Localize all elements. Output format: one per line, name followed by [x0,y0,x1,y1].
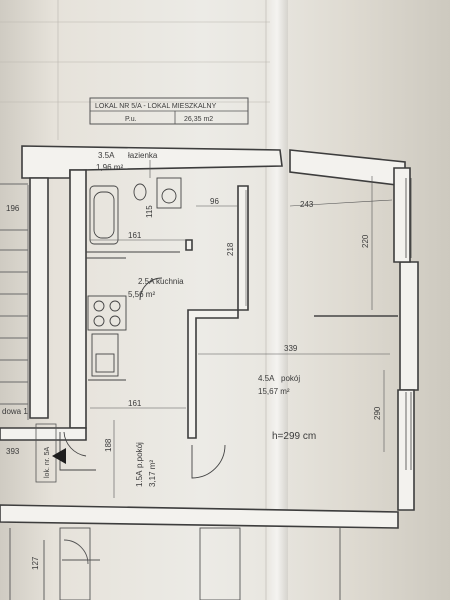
toilet-icon [133,183,147,201]
hall-area: 3,17 m² [148,460,157,487]
dim-243: 243 [300,200,314,209]
hall-name: p.pokój [135,442,144,468]
burner-icon [109,300,121,312]
bathroom-fixtures [89,177,182,245]
title-block-title: LOKAL NR 5/A - LOKAL MIESZKALNY [95,103,217,110]
entrance-arrow-icon [52,448,66,464]
title-block: LOKAL NR 5/A - LOKAL MIESZKALNY P.u. 26,… [89,97,249,125]
entrance-door-frame [59,432,96,471]
bathroom-area: 1,96 m² [96,163,123,172]
dimension-lines [90,160,393,498]
entrance-door-swing [63,431,87,457]
kitchen-door [139,277,163,301]
neighbor-unit-box [35,423,57,483]
burner-icon [93,315,105,327]
dim-196: 196 [6,204,20,213]
title-block-area-value: 26,35 m2 [184,116,213,123]
side-labels: lok. nr. 5A dowa 1 [2,407,66,483]
sheet-guide-lines [0,0,270,600]
burner-icon [109,315,121,327]
room-labels: 3.5A łazienka 1,96 m² 2.5A kuchnia 5,56 … [96,151,316,487]
burner-icon [93,300,105,312]
right-window-wall [399,261,419,391]
staircase [0,183,29,420]
interior-wall-kitchen [237,185,249,311]
neighbor-unit-label: lok. nr. 5A [44,447,51,478]
windows [314,178,412,470]
room-area: 15,67 m² [258,387,290,396]
dim-188: 188 [104,438,113,452]
bathroom-number: 3.5A [98,151,115,160]
doors [59,277,226,479]
lower-plan-fragment [9,527,341,600]
title-block-area-label: P.u. [125,116,137,123]
dim-96: 96 [210,197,219,206]
hall-door [191,444,226,479]
stair-wall [29,177,49,419]
room-number: 4.5A [258,374,275,383]
kitchen-area: 5,56 m² [128,290,155,299]
dim-115: 115 [145,205,154,218]
stove [87,295,127,331]
kitchen-fixtures [86,251,180,381]
hall-number: 1.5A [135,470,144,487]
sink [91,333,119,377]
washbasin-bowl [161,188,177,204]
interior-wall-stub [185,239,193,251]
dim-220: 220 [361,234,370,248]
dim-339: 339 [284,344,298,353]
bathtub-inner [93,191,115,239]
interior-wall-hall [187,309,239,439]
right-wall-upper [393,167,411,263]
left-wall [69,169,87,429]
bathtub [89,185,119,245]
dim-218: 218 [226,242,235,256]
left-corridor-wall [0,427,87,441]
dim-161-top: 161 [128,231,142,240]
sink-bowl [95,353,115,373]
room-name: pokój [281,374,300,383]
walls [0,145,419,529]
kitchen-number: 2.5A [138,277,155,286]
dim-290: 290 [373,406,382,420]
dimension-labels: 115 96 243 220 161 218 339 161 188 290 1… [6,197,382,570]
dim-127: 127 [31,556,40,570]
washbasin [156,177,182,209]
bathroom-name: łazienka [128,151,158,160]
dim-161-bottom: 161 [128,399,142,408]
ceiling-height-note: h=299 cm [272,431,316,442]
bottom-wall [0,504,399,529]
top-wall-right [289,149,406,187]
kitchen-name: kuchnia [156,277,184,286]
dim-393: 393 [6,447,20,456]
floor-label: dowa 1 [2,407,28,416]
